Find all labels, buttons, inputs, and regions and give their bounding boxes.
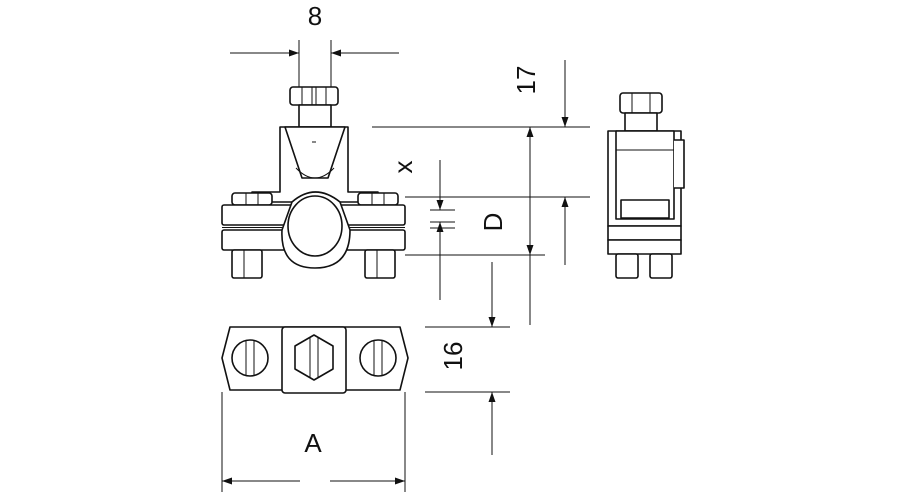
dim-label-offset-x: x [388, 161, 418, 174]
pipe-hole [281, 191, 351, 269]
side-screw-right [357, 192, 399, 206]
side-plate-upper [607, 225, 682, 241]
dim-base-height: 16 [425, 262, 510, 455]
screw-head [289, 86, 339, 106]
bottom-screw-left [231, 339, 269, 377]
side-screw-head [619, 92, 663, 114]
dim-screw-width: 8 [230, 1, 399, 87]
bottom-view [221, 326, 409, 394]
lower-legs [231, 249, 396, 279]
dim-label-diameter: D [478, 213, 508, 232]
bottom-screw-center [294, 334, 334, 381]
side-screw-shank [624, 112, 658, 132]
side-view [607, 92, 685, 279]
dim-offset-x: x [388, 160, 455, 300]
front-view [221, 86, 406, 279]
side-plate-lower [607, 239, 682, 255]
dim-label-base-height: 16 [438, 342, 468, 371]
bottom-screw-right [359, 339, 397, 377]
side-screw-left [231, 192, 273, 206]
dim-head-height: 17 [511, 60, 569, 265]
dim-diameter: D [478, 127, 534, 325]
upper-saddle [251, 126, 379, 203]
dim-label-screw-width: 8 [308, 1, 322, 31]
dim-length: A [221, 392, 406, 492]
dim-label-head-height: 17 [511, 66, 541, 95]
dim-label-length: A [304, 428, 322, 458]
screw-shank [298, 104, 332, 128]
